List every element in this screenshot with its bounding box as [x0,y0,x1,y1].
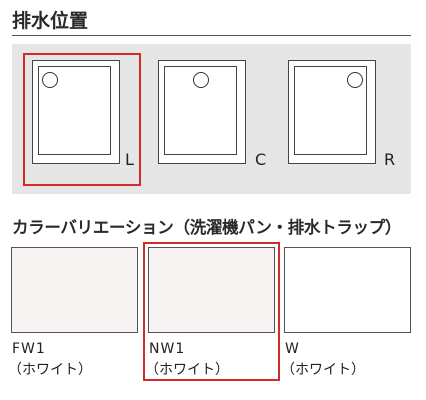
drain-position-title: 排水位置 [12,10,89,32]
drain-option-center-label: C [255,150,267,169]
color-variation-title: カラーバリエーション（洗濯機パン・排水トラップ） [12,218,402,237]
color-swatch-fw1-name: FW1 [12,341,46,357]
color-swatch-nw1-sub: （ホワイト） [145,362,229,378]
drain-selection-highlight [23,53,141,186]
color-swatch-fw1-sub: （ホワイト） [8,362,92,378]
drain-hole-icon [42,72,58,88]
color-swatch-nw1[interactable] [148,247,275,333]
drain-hole-icon [347,72,363,88]
drain-option-right[interactable] [288,60,376,164]
color-swatch-w-name: W [285,341,300,357]
color-swatch-w-sub: （ホワイト） [281,362,365,378]
color-swatch-w[interactable] [284,247,411,333]
drain-position-panel: L C R [12,44,411,194]
drain-option-left[interactable] [32,60,120,164]
drain-option-left-label: L [125,150,134,169]
color-swatch-fw1[interactable] [11,247,138,333]
title-divider [12,35,411,36]
drain-hole-icon [193,72,209,88]
color-selection-highlight [143,242,280,381]
drain-option-center[interactable] [158,60,246,164]
drain-option-right-label: R [384,150,396,169]
color-swatch-nw1-name: NW1 [149,341,186,357]
